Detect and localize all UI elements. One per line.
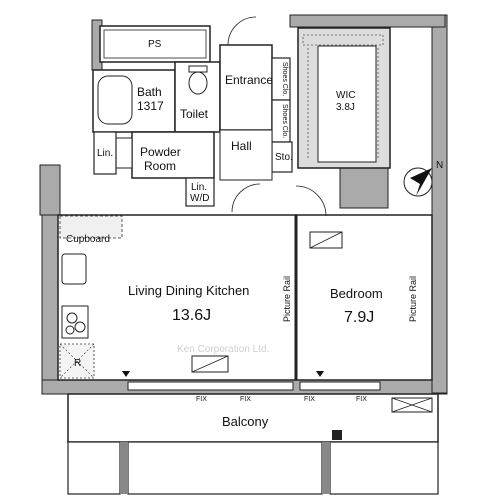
label-fix-3: FIX [304, 396, 315, 403]
label-powder: Powder [140, 145, 181, 159]
lin-closet [93, 131, 117, 175]
label-balcony: Balcony [222, 414, 269, 429]
label-ldk: Living Dining Kitchen [128, 283, 249, 298]
powder-room [131, 131, 215, 179]
label-wic: WIC [336, 90, 355, 101]
label-lin: Lin. [97, 148, 113, 159]
label-wic-size: 3.8J [336, 102, 355, 113]
label-lin-wd-2: W/D [190, 193, 209, 204]
cupboard [59, 215, 123, 239]
bathtub [97, 75, 133, 125]
label-fix-2: FIX [240, 396, 251, 403]
label-powder-room: Room [144, 159, 176, 173]
entrance-door-swing [227, 16, 257, 46]
hall-door-swing [231, 183, 261, 213]
label-ps: PS [148, 39, 162, 50]
kitchen-sink [61, 253, 87, 285]
window-marker-bed [316, 371, 324, 377]
label-shoes-clo-top: Shoes Clo. [281, 62, 288, 96]
window-marker-ldk [122, 371, 130, 377]
label-bedroom: Bedroom [330, 286, 383, 301]
balcony-area [67, 393, 439, 443]
label-picture-rail-bed: Picture Rail [408, 276, 418, 322]
label-toilet: Toilet [180, 107, 209, 121]
lin-wd-box [185, 177, 215, 207]
label-entrance: Entrance [225, 73, 273, 87]
toilet-bowl [188, 71, 208, 95]
label-picture-rail-ldk: Picture Rail [282, 276, 292, 322]
label-bath-size: 1317 [137, 99, 164, 113]
label-sto: Sto. [275, 152, 293, 163]
label-fix-1: FIX [196, 396, 207, 403]
label-bath: Bath [137, 85, 162, 99]
label-bedroom-size: 7.9J [344, 309, 374, 326]
label-cupboard: Cupboard [66, 234, 110, 245]
compass-north-label: N [436, 160, 443, 171]
watermark: Ken Corporation Ltd. [177, 344, 269, 355]
label-fix-4: FIX [356, 396, 367, 403]
bedroom-door-swing [295, 185, 327, 217]
label-hall: Hall [231, 139, 252, 153]
ps-box [99, 25, 211, 63]
label-ldk-size: 13.6J [172, 307, 211, 324]
sink [115, 137, 133, 169]
compass-icon [403, 167, 433, 197]
entrance-area [219, 44, 273, 131]
label-fridge: R [74, 358, 81, 369]
label-shoes-clo-mid: Shoes Clo. [281, 104, 288, 138]
label-lin-wd-1: Lin. [191, 182, 207, 193]
hall-area [219, 129, 273, 181]
